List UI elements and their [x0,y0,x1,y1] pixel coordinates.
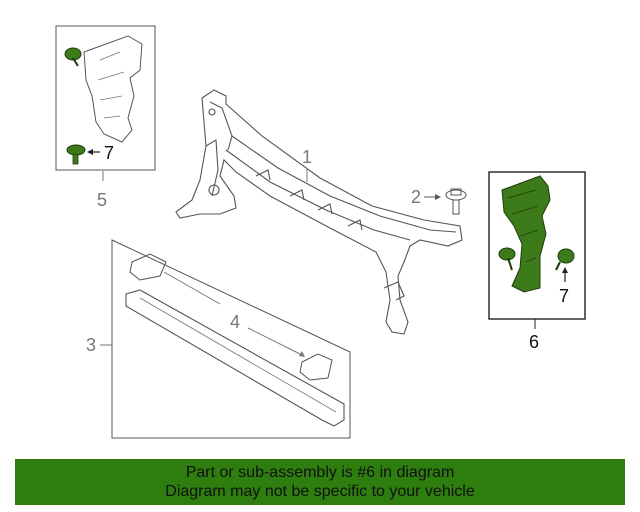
banner-line-2: Diagram may not be specific to your vehi… [165,483,475,500]
part-5-box [55,25,156,171]
part-3-group: 3 4 [86,239,351,439]
bolt-icon [445,188,467,215]
part-7-callout-right: 7 [559,286,569,306]
part-2-callout: 2 [411,187,421,207]
banner-line-1: Part or sub-assembly is #6 in diagram [185,464,455,481]
part-7-callout-left: 7 [104,143,114,163]
part-6-callout: 6 [529,332,539,352]
part-4-callout: 4 [230,312,240,332]
bracket-upper [129,253,167,281]
lower-reinforcement-bar [125,289,345,427]
push-pin-clip-icon [64,47,82,67]
push-pin-clip-icon [498,247,516,271]
deflector-panel-left [83,35,143,143]
info-banner: Part or sub-assembly is #6 in diagram Di… [15,459,625,505]
part-1-callout: 1 [302,147,312,167]
part-6-box [488,171,586,320]
push-pin-clip-icon [66,144,86,165]
push-pin-clip-icon [555,248,575,271]
part-6-group: 7 6 [488,171,586,352]
part-3-callout: 3 [86,335,96,355]
part-5-group: 7 5 [55,25,156,210]
part-2-bolt: 2 [411,187,467,215]
part-1-radiator-support [175,89,463,335]
part-3-box [111,239,351,439]
part-5-callout: 5 [97,190,107,210]
bracket-lower [299,353,333,381]
